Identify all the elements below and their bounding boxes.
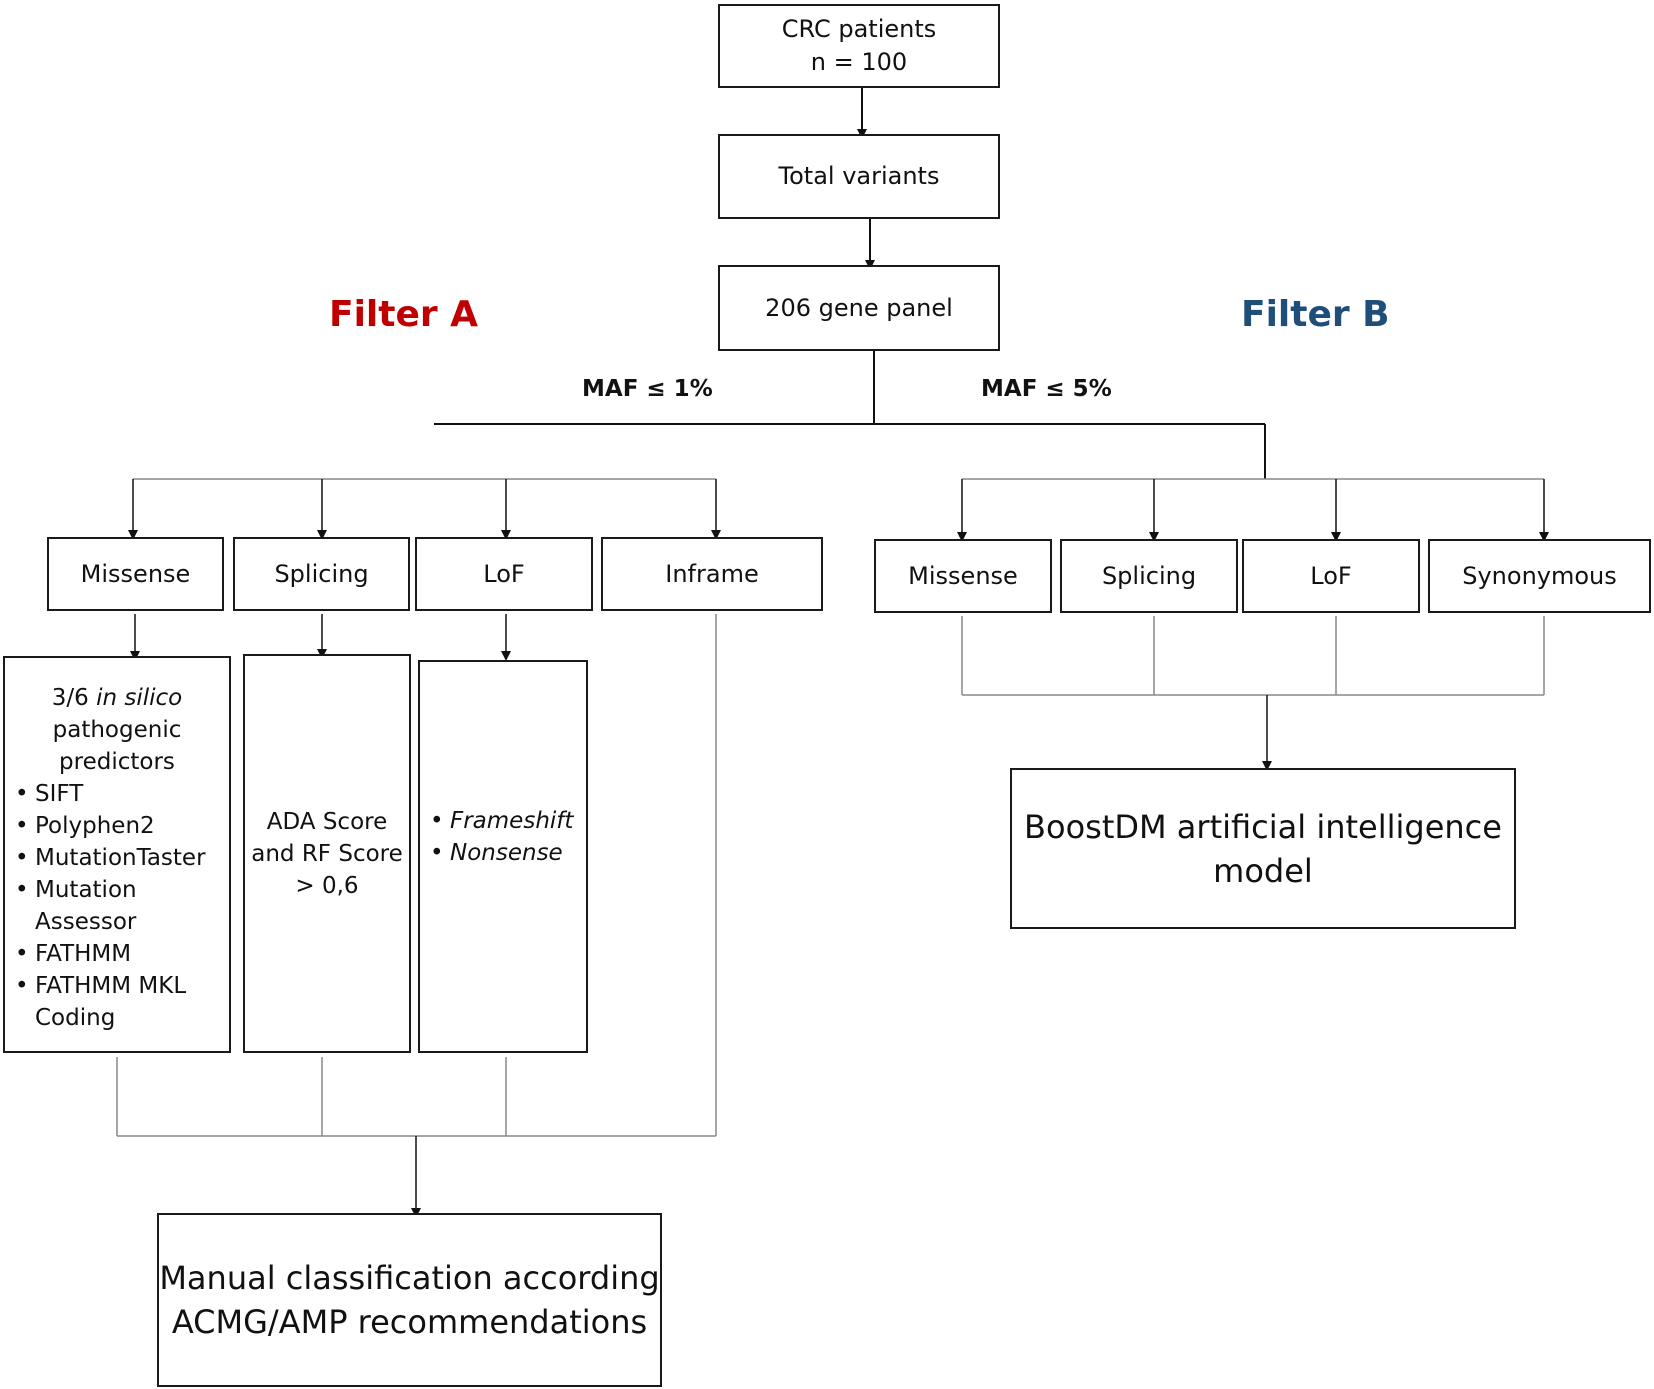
gene-panel-box: 206 gene panel <box>718 265 1000 351</box>
filter-b-missense-label: Missense <box>908 561 1018 590</box>
predictors-in-silico: in silico <box>96 685 183 711</box>
manual-classification-line1: Manual classification according <box>159 1259 660 1297</box>
splicing-score-line3: > 0,6 <box>295 872 359 899</box>
manual-classification-box: Manual classification according ACMG/AMP… <box>157 1213 662 1387</box>
splicing-score-line1: ADA Score <box>266 808 388 835</box>
lof-type-item: Nonsense <box>420 837 586 869</box>
gene-panel-label: 206 gene panel <box>765 293 953 322</box>
filter-b-heading: Filter B <box>1241 294 1390 335</box>
predictor-item: FATHMM <box>5 938 229 970</box>
filter-b-synonymous-box: Synonymous <box>1428 539 1651 613</box>
filter-a-splicing-box: Splicing <box>233 537 410 611</box>
lof-types-box: Frameshift Nonsense <box>418 660 588 1053</box>
predictor-item: Mutation Assessor <box>5 874 185 938</box>
predictor-item: Polyphen2 <box>5 810 229 842</box>
predictors-word: predictors <box>59 749 175 775</box>
crc-patients-box: CRC patients n = 100 <box>718 4 1000 88</box>
filter-b-maf-label: MAF ≤ 5% <box>981 376 1112 402</box>
patient-count: n = 100 <box>810 48 908 76</box>
filter-a-missense-box: Missense <box>47 537 224 611</box>
splicing-score-box: ADA Score and RF Score > 0,6 <box>243 654 411 1053</box>
predictors-pathogenic: pathogenic <box>52 717 182 743</box>
filter-a-missense-label: Missense <box>80 559 191 588</box>
missense-predictors-box: 3/6 in silico pathogenic predictors SIFT… <box>3 656 231 1053</box>
filter-a-inframe-box: Inframe <box>601 537 823 611</box>
filter-a-inframe-label: Inframe <box>665 559 759 588</box>
manual-classification-line2: ACMG/AMP recommendations <box>171 1303 648 1341</box>
predictor-list: SIFT Polyphen2 MutationTaster Mutation A… <box>5 778 229 1034</box>
filter-a-lof-label: LoF <box>483 559 525 588</box>
lof-type-item: Frameshift <box>420 805 586 837</box>
filter-a-splicing-label: Splicing <box>274 559 369 588</box>
filter-b-synonymous-label: Synonymous <box>1462 561 1617 590</box>
filter-b-splicing-box: Splicing <box>1060 539 1238 613</box>
filter-b-lof-label: LoF <box>1310 561 1352 590</box>
predictor-item: SIFT <box>5 778 229 810</box>
lof-type-list: Frameshift Nonsense <box>420 805 586 869</box>
splicing-score-text: ADA Score and RF Score > 0,6 <box>251 806 403 902</box>
boostdm-model-line1: BoostDM artificial intelligence <box>1024 807 1502 846</box>
filter-b-splicing-label: Splicing <box>1101 561 1197 590</box>
splicing-score-line2: and RF Score <box>251 840 403 867</box>
filter-b-lof-box: LoF <box>1242 539 1420 613</box>
filter-a-lof-box: LoF <box>415 537 593 611</box>
predictor-item: FATHMM MKL Coding <box>5 970 205 1034</box>
predictors-fraction: 3/6 <box>51 685 97 711</box>
filter-b-missense-box: Missense <box>874 539 1052 613</box>
predictor-item: MutationTaster <box>5 842 229 874</box>
boostdm-model-box: BoostDM artificial intelligence model <box>1010 768 1516 929</box>
total-variants-box: Total variants <box>718 134 1000 219</box>
total-variants-label: Total variants <box>778 162 940 190</box>
predictors-intro: 3/6 in silico pathogenic predictors <box>52 682 182 778</box>
boostdm-model-line2: model <box>1213 851 1313 890</box>
filter-a-maf-label: MAF ≤ 1% <box>582 376 713 402</box>
crc-patients-label: CRC patients <box>781 15 937 43</box>
filter-a-heading: Filter A <box>329 294 479 335</box>
